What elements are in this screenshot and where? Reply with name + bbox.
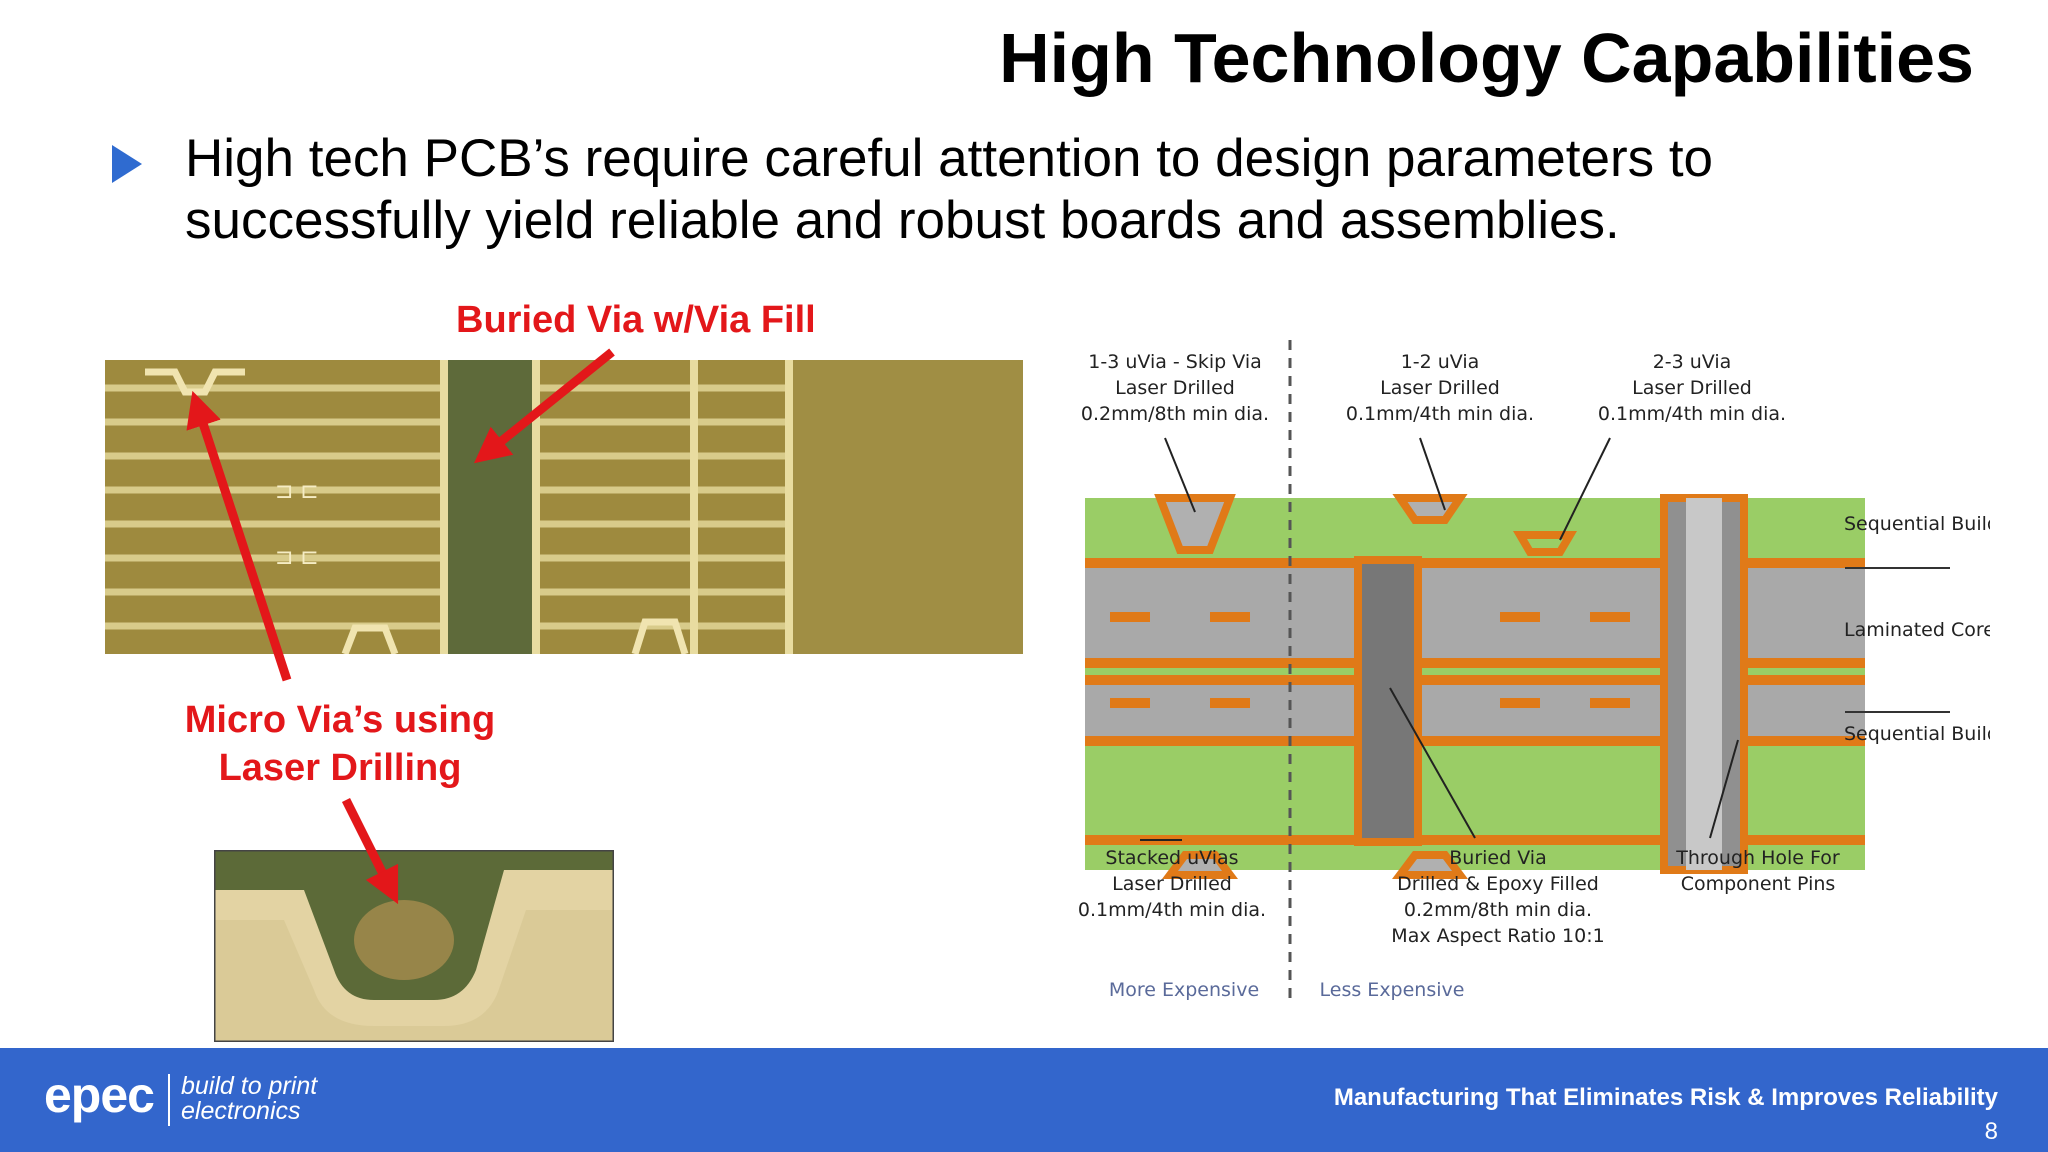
- logo-tagline: build to print electronics: [181, 1074, 317, 1124]
- callout-23-uvia-line3: 0.1mm/4th min dia.: [1598, 403, 1786, 425]
- callout-12-uvia-line1: 1-2 uVia: [1401, 351, 1480, 373]
- micro-via-photo: [214, 850, 614, 1042]
- callout-23-uvia-line1: 2-3 uVia: [1653, 351, 1732, 373]
- buried-via-arrow: [473, 348, 615, 464]
- cost-more-expensive: More Expensive: [1109, 979, 1259, 1001]
- svg-text:⊐ ⊏: ⊐ ⊏: [275, 545, 319, 570]
- side-labels: Sequential Buildup Laminated Core Sequen…: [1844, 513, 1990, 745]
- side-label-buildup-top: Sequential Buildup: [1844, 513, 1990, 535]
- callout-through-line1: Through Hole For: [1675, 847, 1840, 869]
- callout-12-uvia-line2: Laser Drilled: [1380, 377, 1500, 399]
- micro-via-label-line1: Micro Via’s using: [184, 699, 496, 741]
- side-label-core: Laminated Core: [1844, 619, 1990, 641]
- micro-via-label-line2: Laser Drilling: [218, 747, 462, 789]
- logo-tagline-line2: electronics: [181, 1097, 301, 1125]
- callout-buried-line1: Buried Via: [1449, 847, 1546, 869]
- callout-stacked-line1: Stacked uVias: [1105, 847, 1238, 869]
- epec-logo: epec: [44, 1067, 155, 1123]
- callout-buried-line3: 0.2mm/8th min dia.: [1404, 899, 1592, 921]
- callout-through-line2: Component Pins: [1681, 873, 1836, 895]
- callout-stacked-line2: Laser Drilled: [1112, 873, 1232, 895]
- callout-23-uvia-line2: Laser Drilled: [1632, 377, 1752, 399]
- micro-via-top-arrow: [186, 390, 292, 682]
- slide-title: High Technology Capabilities: [999, 19, 1974, 97]
- logo-tagline-line1: build to print: [181, 1072, 318, 1100]
- callout-buried-line2: Drilled & Epoxy Filled: [1397, 873, 1599, 895]
- pcb-stackup-diagram: 1-3 uVia - Skip Via Laser Drilled 0.2mm/…: [1078, 340, 1990, 1001]
- micro-via-bottom-arrow: [341, 797, 399, 905]
- callout-skip-via-line2: Laser Drilled: [1115, 377, 1235, 399]
- top-callouts: 1-3 uVia - Skip Via Laser Drilled 0.2mm/…: [1081, 351, 1786, 425]
- footer-bar: epec build to print electronics Manufact…: [0, 1048, 2048, 1152]
- page-number: 8: [1984, 1118, 1998, 1145]
- callout-stacked-line3: 0.1mm/4th min dia.: [1078, 899, 1266, 921]
- bullet-arrow-icon: [112, 145, 142, 183]
- footer-tagline: Manufacturing That Eliminates Risk & Imp…: [1333, 1084, 1998, 1111]
- logo-divider: [168, 1074, 170, 1126]
- bottom-callouts: Stacked uVias Laser Drilled 0.1mm/4th mi…: [1078, 847, 1840, 947]
- buried-via-label: Buried Via w/Via Fill: [456, 299, 816, 341]
- callout-buried-line4: Max Aspect Ratio 10:1: [1391, 925, 1604, 947]
- micro-via-label: Micro Via’s using Laser Drilling: [160, 696, 520, 792]
- callout-skip-via-line1: 1-3 uVia - Skip Via: [1088, 351, 1262, 373]
- svg-text:⊐ ⊏: ⊐ ⊏: [275, 479, 319, 504]
- side-label-buildup-bottom: Sequential Buildup: [1844, 723, 1990, 745]
- callout-12-uvia-line3: 0.1mm/4th min dia.: [1346, 403, 1534, 425]
- bullet-text: High tech PCB’s require careful attentio…: [185, 129, 1714, 250]
- callout-skip-via-line3: 0.2mm/8th min dia.: [1081, 403, 1269, 425]
- cost-less-expensive: Less Expensive: [1320, 979, 1465, 1001]
